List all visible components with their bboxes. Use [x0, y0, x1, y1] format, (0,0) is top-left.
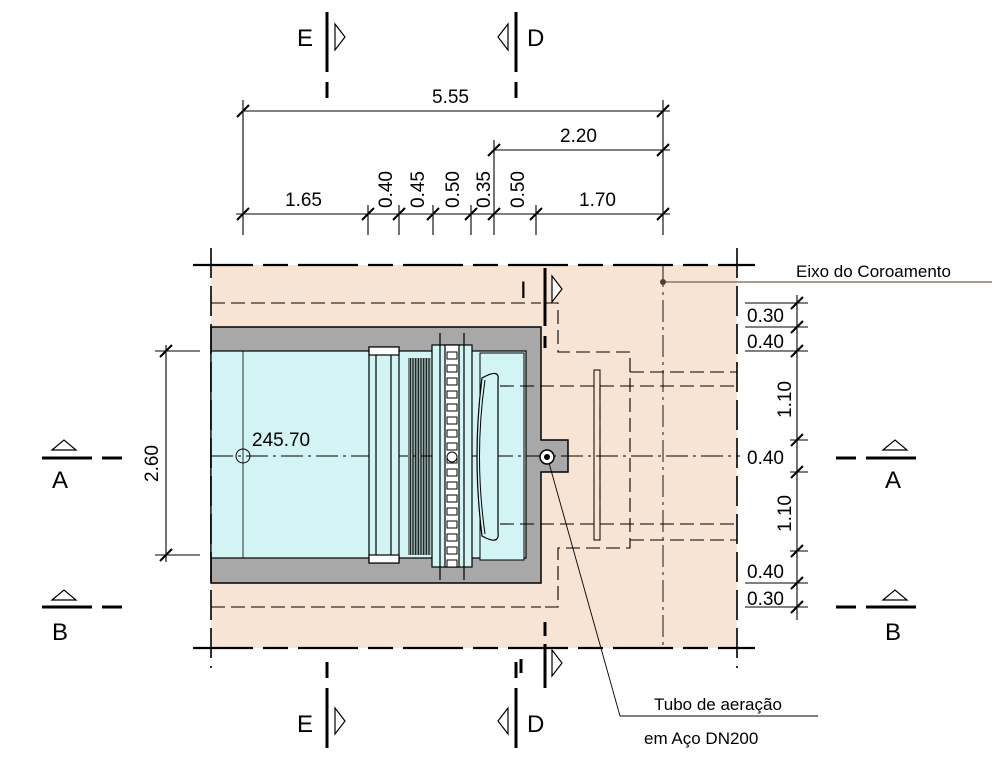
section-d-top: D [497, 12, 544, 98]
svg-text:B: B [885, 619, 901, 646]
left-dimension [155, 344, 200, 562]
svg-text:I: I [520, 277, 527, 304]
dim-seg-6: 0.50 [508, 171, 529, 208]
aeration-pipe-inner [544, 454, 550, 460]
svg-text:Tubo de aeração: Tubo de aeração [654, 695, 782, 714]
top-dimension-ticks [236, 104, 670, 221]
dim-right-2: 0.40 [747, 332, 784, 353]
svg-text:Eixo do Coroamento: Eixo do Coroamento [796, 262, 951, 281]
section-b-left: B [42, 589, 122, 646]
dim-total-length: 5.55 [432, 87, 469, 108]
dim-seg-4: 0.50 [443, 171, 464, 208]
dim-right-1: 0.30 [747, 306, 784, 327]
gate-rung [446, 546, 458, 555]
dim-right-part: 2.20 [560, 126, 597, 147]
section-i-bottom [519, 622, 563, 688]
elevation-label: 245.70 [252, 430, 310, 451]
gate-pivot [446, 451, 458, 463]
svg-text:D: D [527, 25, 544, 52]
dim-right-7: 0.30 [747, 589, 784, 610]
gate-rung [446, 416, 458, 425]
dim-right-5: 1.10 [775, 495, 796, 532]
gate-rung [446, 390, 458, 399]
dim-seg-2: 0.40 [376, 171, 397, 208]
slot-plate [593, 369, 601, 541]
section-a-right: A [836, 439, 916, 494]
gate-rung [446, 442, 458, 451]
axis-leader: Eixo do Coroamento [660, 262, 992, 285]
gate-rung [446, 403, 458, 412]
gate-rung [446, 377, 458, 386]
stoplog-groove [368, 346, 400, 564]
pipe-leader: Tubo de aeração em Aço DN200 [548, 462, 818, 748]
gate-rung [446, 351, 458, 360]
svg-text:D: D [527, 711, 544, 738]
gate-rung [446, 520, 458, 529]
svg-text:E: E [297, 711, 313, 738]
dim-right-6: 0.40 [747, 562, 784, 583]
svg-text:E: E [297, 25, 313, 52]
trash-rack [408, 358, 431, 555]
centerlines [211, 265, 740, 648]
gate-rung [446, 364, 458, 373]
dim-opening-width: 2.60 [142, 445, 163, 482]
section-e-bottom: E [297, 662, 346, 748]
section-e-top: E [297, 12, 346, 98]
gate-rung [446, 481, 458, 490]
svg-text:A: A [885, 467, 901, 494]
svg-text:em Aço DN200: em Aço DN200 [644, 729, 758, 748]
gate-leaf-curve [479, 379, 486, 535]
gate-rung [446, 468, 458, 477]
section-i-top: I [520, 268, 563, 348]
crown-lines [193, 248, 755, 668]
dim-seg-5: 0.35 [474, 171, 495, 208]
gate-rung [446, 429, 458, 438]
right-dimension-ticks [790, 296, 804, 614]
dim-seg-7: 1.70 [579, 190, 616, 211]
svg-text:A: A [52, 467, 68, 494]
gate-leaf [476, 372, 499, 541]
dim-right-4: 0.40 [747, 448, 784, 469]
dim-seg-1: 1.65 [285, 190, 322, 211]
section-a-left: A [42, 439, 122, 494]
svg-text:B: B [52, 619, 68, 646]
dim-seg-3: 0.45 [408, 171, 429, 208]
gate-rung [446, 507, 458, 516]
gate-rungs [446, 351, 458, 568]
gate-rung [446, 533, 458, 542]
section-b-right: B [836, 589, 916, 646]
gate-rung [446, 559, 458, 568]
dim-right-3: 1.10 [775, 381, 796, 418]
top-dimension-lines [236, 100, 670, 235]
gate-rung [446, 494, 458, 503]
section-d-bottom: D [497, 662, 544, 748]
